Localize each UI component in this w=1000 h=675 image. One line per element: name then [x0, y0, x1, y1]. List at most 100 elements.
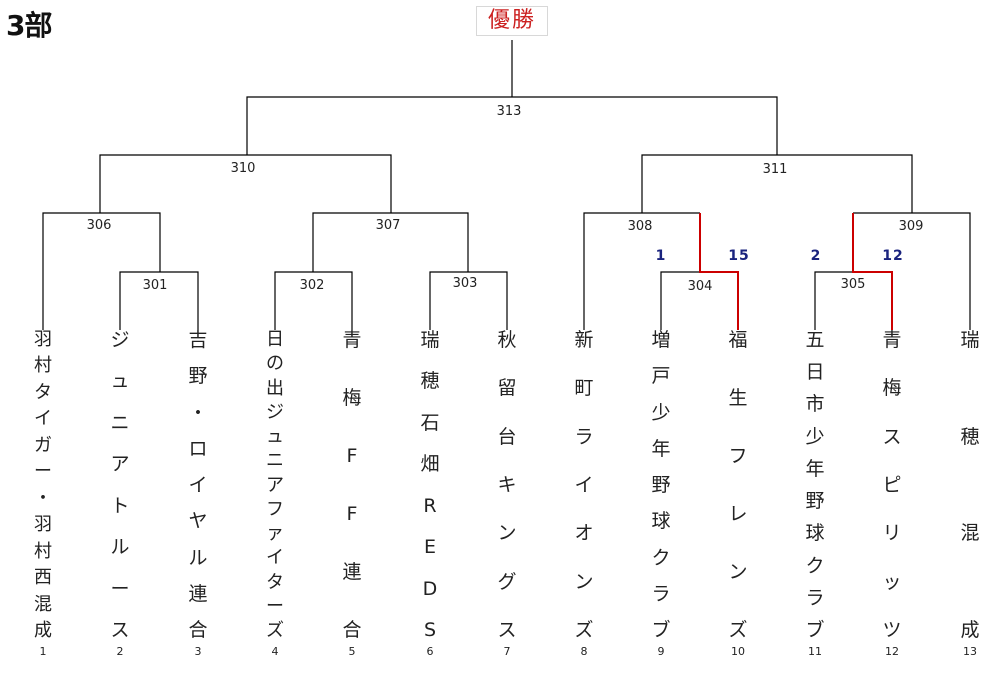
score-305-right: 12 [882, 248, 904, 264]
team-name-char: 秋 [497, 329, 517, 351]
score-304-right: 15 [728, 248, 750, 264]
team-name-char: ア [266, 474, 284, 496]
score-304-left: 1 [655, 248, 667, 264]
match-310-label: 310 [230, 161, 256, 176]
team-name-char: 梅 [882, 377, 902, 400]
team-name-char: 球 [651, 510, 671, 533]
team-name-char: ー [34, 461, 52, 483]
team-name-char: 戸 [651, 365, 671, 388]
team-name-char: イ [266, 547, 284, 569]
team-name-char: F [346, 503, 358, 525]
team-name-char: 穂 [420, 370, 440, 393]
team-name-char: 畑 [420, 453, 440, 476]
team-name-char: ジ [266, 401, 284, 423]
team-name-char: グ [497, 570, 517, 593]
team-name-char: 野 [651, 474, 671, 496]
team-name-char: 少 [651, 401, 671, 424]
seed-number: 4 [271, 645, 279, 658]
team-name-char: 成 [960, 618, 980, 641]
bracket-line [42, 212, 161, 330]
team-name-char: 増 [651, 329, 671, 351]
team-name-7: 秋留台キングス [494, 330, 520, 640]
team-name-char: ズ [574, 618, 594, 641]
team-name-char: ス [497, 618, 517, 641]
seed-number: 3 [194, 645, 202, 658]
team-name-9: 増戸少年野球クラブ [648, 330, 674, 640]
team-name-char: タ [266, 571, 284, 593]
team-name-char: 吉 [188, 329, 208, 351]
team-name-char: 連 [188, 582, 208, 605]
team-name-char: 年 [651, 437, 671, 460]
seed-number: 9 [657, 645, 665, 658]
team-name-char: 年 [805, 457, 825, 480]
bracket-line [853, 212, 971, 330]
team-name-char: D [422, 577, 438, 600]
team-name-char: ニ [110, 411, 130, 434]
team-name-char: オ [574, 522, 594, 545]
team-name-char: ズ [728, 619, 748, 641]
team-name-char: 梅 [342, 387, 362, 409]
team-name-char: 青 [882, 329, 902, 351]
team-name-char: ブ [805, 618, 825, 641]
team-name-char: ブ [651, 619, 671, 641]
team-name-char: 羽 [34, 514, 52, 536]
bracket-line [99, 154, 392, 213]
team-name-char: 村 [34, 355, 52, 377]
match-306-label: 306 [86, 218, 112, 233]
team-name-char: 球 [805, 522, 825, 545]
match-303-label: 303 [452, 276, 478, 291]
team-name-char: イ [574, 473, 594, 496]
team-name-char: ラ [574, 425, 594, 448]
seed-number: 1 [39, 645, 47, 658]
team-name-char: 瑞 [420, 329, 440, 351]
team-name-11: 五日市少年野球クラブ [802, 330, 828, 640]
bracket-line [641, 154, 913, 213]
team-name-char: 合 [188, 619, 208, 641]
team-name-char: イ [188, 474, 208, 496]
seed-number: 12 [885, 645, 899, 658]
team-name-char: キ [497, 473, 517, 496]
team-name-char: ア [110, 453, 130, 476]
match-309-label: 309 [898, 219, 924, 234]
team-name-8: 新町ライオンズ [571, 330, 597, 640]
team-name-char: ッ [882, 570, 902, 593]
team-name-char: ン [497, 522, 517, 545]
match-305-label: 305 [840, 277, 866, 292]
team-name-12: 青梅スピリッツ [879, 330, 905, 640]
team-name-2: ジュニアトルース [107, 330, 133, 640]
team-name-char: ズ [266, 620, 284, 641]
team-name-char: 穂 [960, 425, 980, 448]
team-name-1: 羽村タイガー・羽村西混成 [30, 330, 56, 640]
team-name-char: ニ [266, 450, 284, 472]
seed-number: 10 [731, 645, 745, 658]
team-name-char: ピ [882, 473, 902, 496]
team-name-char: S [423, 618, 437, 641]
team-name-char: ヤ [188, 510, 208, 533]
team-name-char: F [346, 445, 358, 467]
bracket-line [814, 271, 853, 330]
seed-number: 11 [808, 645, 822, 658]
team-name-char: 留 [497, 377, 517, 400]
team-name-char: ァ [266, 523, 284, 544]
team-name-char: 市 [805, 393, 825, 416]
team-name-char: ロ [188, 437, 208, 460]
team-name-char: ー [266, 595, 284, 617]
team-name-char: 福 [728, 329, 748, 351]
team-name-char: 出 [266, 377, 284, 399]
team-name-char: ・ [188, 401, 208, 424]
team-name-char: 羽 [34, 329, 52, 350]
team-name-char: ク [805, 554, 825, 577]
team-name-char: ラ [805, 586, 825, 609]
bracket-line [119, 271, 199, 330]
team-name-char: 日 [266, 329, 284, 350]
team-name-char: 村 [34, 540, 52, 562]
team-name-char: タ [34, 381, 52, 403]
team-name-char: レ [728, 503, 748, 525]
team-name-char: ル [110, 536, 130, 559]
team-name-char: 青 [342, 329, 362, 351]
division-label: 3部 [6, 9, 52, 42]
team-name-char: ュ [266, 426, 284, 447]
team-name-char: ジ [110, 329, 130, 351]
